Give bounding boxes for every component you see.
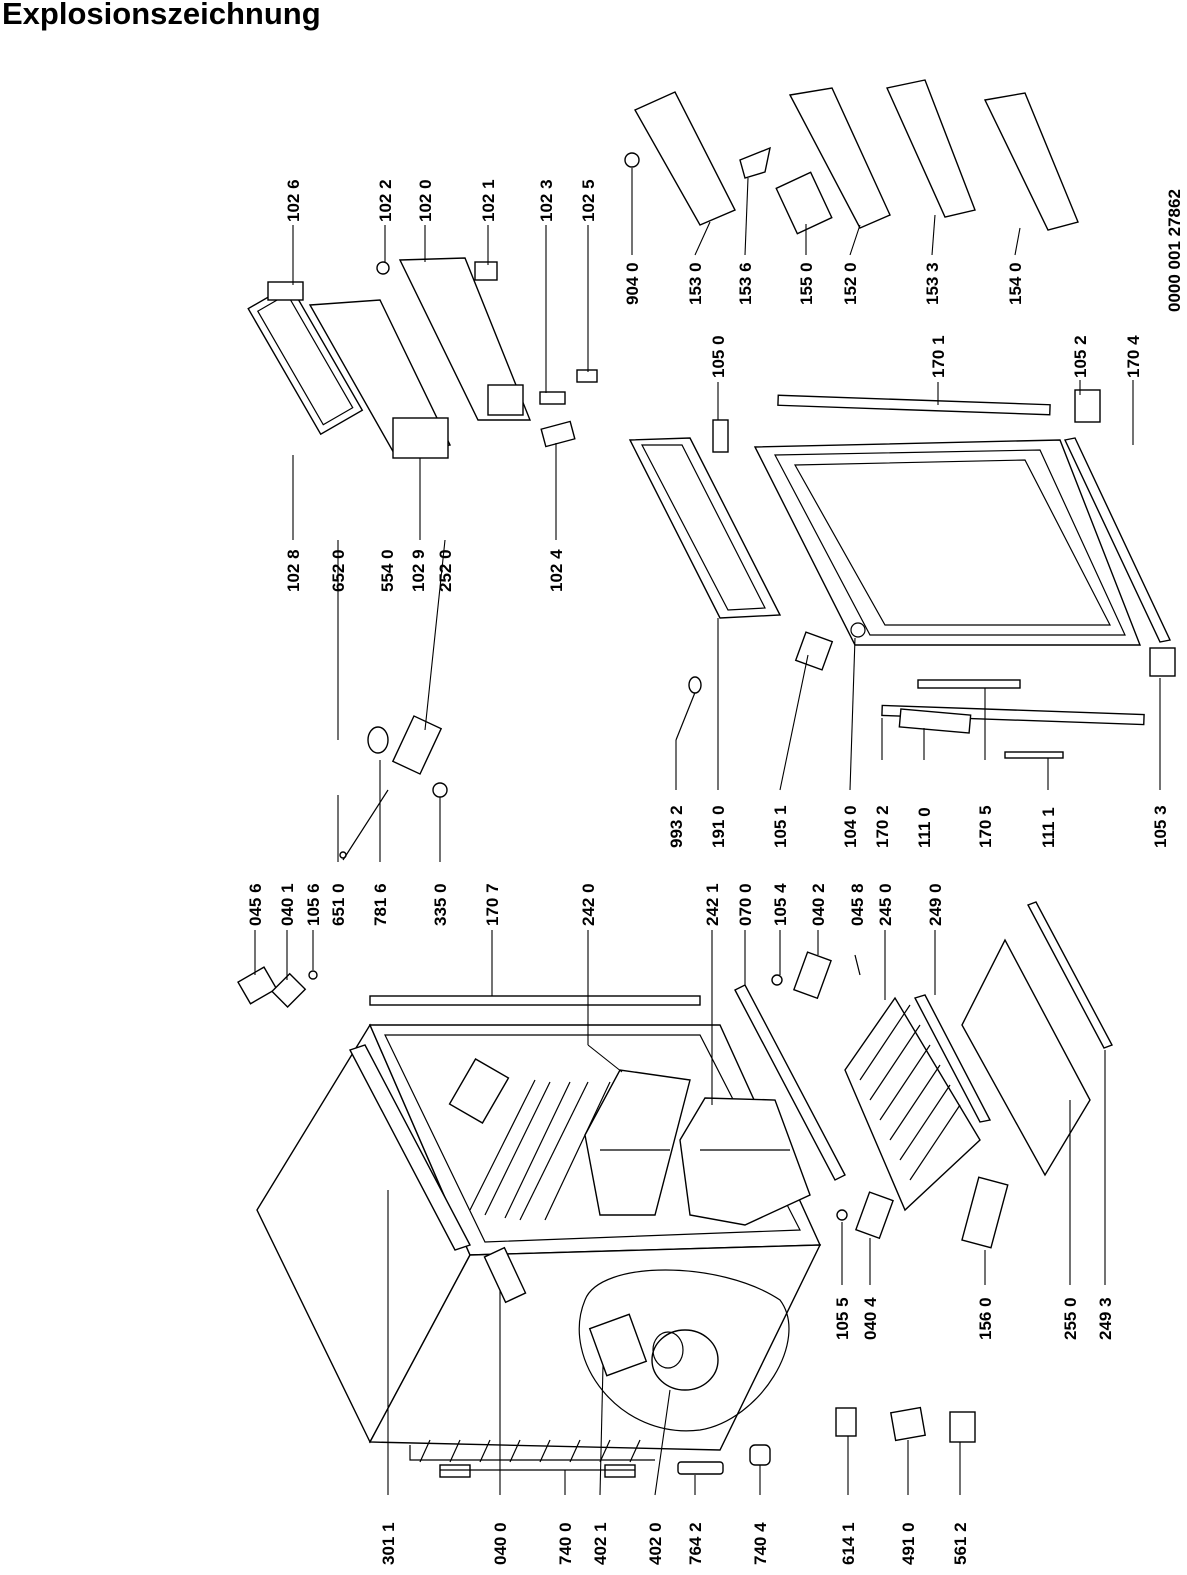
label-part: 170 7 — [483, 883, 502, 926]
label-part: 614 1 — [839, 1522, 858, 1565]
label-part: 105 0 — [709, 335, 728, 378]
label-part: 781 6 — [371, 883, 390, 926]
label-part: 245 0 — [876, 883, 895, 926]
main-door — [628, 389, 1176, 759]
label-part: 554 0 — [378, 549, 397, 592]
strip-1707 — [369, 995, 701, 1006]
label-part: 740 4 — [751, 1522, 770, 1565]
label-part: 153 6 — [736, 262, 755, 305]
label-part: 153 3 — [923, 262, 942, 305]
label-part: 242 1 — [703, 883, 722, 926]
label-part: 652 0 — [329, 549, 348, 592]
label-part: 170 4 — [1124, 335, 1143, 378]
label-part: 491 0 — [899, 1522, 918, 1565]
leader-lines — [254, 168, 1161, 1496]
small-parts — [237, 676, 702, 1008]
label-part: 156 0 — [976, 1297, 995, 1340]
label-part: 105 6 — [304, 883, 323, 926]
refrigerator-cabinet — [256, 1023, 822, 1478]
label-part: 740 0 — [556, 1522, 575, 1565]
label-part: 651 0 — [329, 883, 348, 926]
label-part: 561 2 — [951, 1522, 970, 1565]
label-part: 045 8 — [848, 883, 867, 926]
part-labels: 102 6 102 2 102 0 102 1 102 3 102 5 904 … — [246, 179, 1184, 1565]
doc-number: 0000 001 27862 — [1165, 189, 1184, 312]
label-part: 993 2 — [667, 805, 686, 848]
label-part: 255 0 — [1061, 1297, 1080, 1340]
door-shelves — [624, 79, 1079, 235]
label-part: 170 5 — [976, 805, 995, 848]
label-part: 170 2 — [873, 805, 892, 848]
label-part: 154 0 — [1006, 262, 1025, 305]
label-part: 102 8 — [284, 549, 303, 592]
label-part: 191 0 — [709, 805, 728, 848]
label-part: 335 0 — [431, 883, 450, 926]
label-part: 040 0 — [491, 1522, 510, 1565]
label-part: 040 2 — [809, 883, 828, 926]
label-part: 170 1 — [929, 335, 948, 378]
label-part: 105 1 — [771, 805, 790, 848]
label-part: 102 9 — [409, 549, 428, 592]
label-part: 102 3 — [537, 179, 556, 222]
label-part: 102 6 — [284, 179, 303, 222]
label-part: 153 0 — [686, 262, 705, 305]
label-part: 102 2 — [376, 179, 395, 222]
label-part: 070 0 — [736, 883, 755, 926]
label-part: 301 1 — [379, 1522, 398, 1565]
lower-parts — [677, 901, 1113, 1475]
freezer-door-parts — [247, 257, 598, 459]
label-part: 252 0 — [436, 549, 455, 592]
label-part: 111 0 — [915, 807, 934, 848]
label-part: 040 1 — [278, 883, 297, 926]
label-part: 105 5 — [833, 1297, 852, 1340]
label-part: 102 0 — [416, 179, 435, 222]
label-part: 904 0 — [623, 262, 642, 305]
label-part: 402 1 — [591, 1522, 610, 1565]
label-part: 104 0 — [841, 805, 860, 848]
label-part: 105 3 — [1151, 805, 1170, 848]
label-part: 102 5 — [579, 179, 598, 222]
label-part: 155 0 — [797, 262, 816, 305]
label-part: 249 0 — [926, 883, 945, 926]
label-part: 105 2 — [1071, 335, 1090, 378]
label-part: 102 4 — [547, 549, 566, 592]
label-part: 249 3 — [1096, 1297, 1115, 1340]
page-title: Explosionszeichnung — [2, 0, 321, 31]
label-part: 402 0 — [646, 1522, 665, 1565]
label-part: 105 4 — [771, 883, 790, 926]
label-part: 152 0 — [841, 262, 860, 305]
label-part: 040 4 — [861, 1297, 880, 1340]
label-part: 111 1 — [1039, 807, 1058, 848]
label-part: 045 6 — [246, 883, 265, 926]
label-part: 242 0 — [579, 883, 598, 926]
label-part: 764 2 — [686, 1522, 705, 1565]
label-part: 102 1 — [479, 179, 498, 222]
